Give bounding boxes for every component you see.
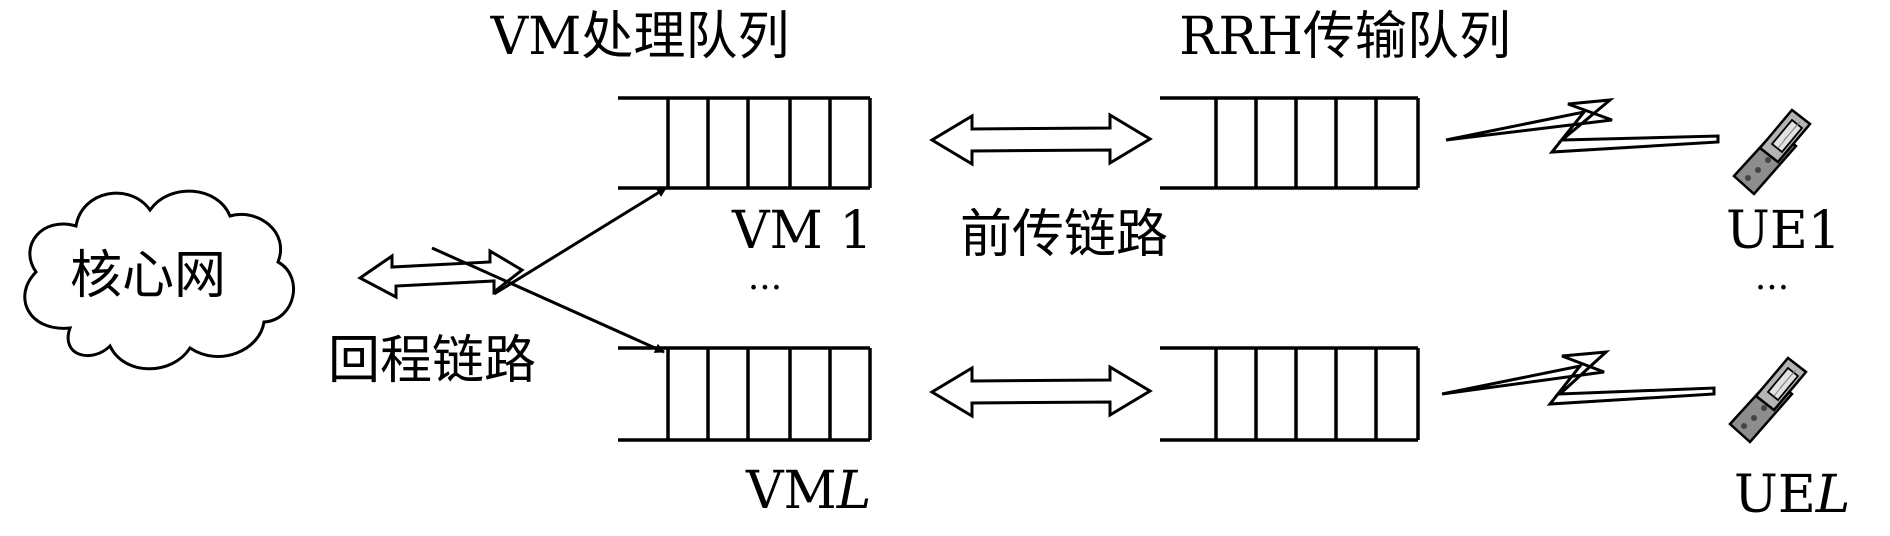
- mobile-phone-icon-ue1: [1732, 108, 1812, 196]
- fronthaul-link-label: 前传链路: [960, 205, 1168, 265]
- backhaul-link-to-vm1: [493, 186, 667, 296]
- vm1-label: VM 1: [731, 201, 872, 261]
- backhaul-link-to-vmL: [431, 246, 665, 354]
- fronthaul-double-arrow-1: [929, 112, 1153, 167]
- fronthaul-double-arrow-L: [929, 364, 1153, 419]
- ue1-label: UE1: [1726, 201, 1841, 261]
- vmL-processing-queue: [618, 346, 872, 442]
- mobile-phone-icon-ueL: [1728, 356, 1808, 444]
- vm1-processing-queue: [618, 96, 872, 190]
- vm-ellipsis: ···: [748, 268, 782, 309]
- ue-ellipsis: ···: [1755, 268, 1789, 309]
- ueL-label: UEL: [1734, 465, 1850, 525]
- cloud-icon: [23, 189, 295, 371]
- rrh1-transmission-queue: [1160, 96, 1420, 190]
- vm-queue-title: VM处理队列: [490, 7, 790, 67]
- rrh-queue-title: RRH传输队列: [1179, 7, 1511, 67]
- wireless-link-L: [1441, 350, 1716, 406]
- backhaul-link-label: 回程链路: [328, 331, 536, 391]
- wireless-link-1: [1445, 98, 1720, 154]
- backhaul-double-arrow: [357, 248, 525, 300]
- rrhL-transmission-queue: [1160, 346, 1420, 442]
- core-network-label: 核心网: [70, 246, 226, 306]
- vmL-label: VML: [745, 461, 871, 521]
